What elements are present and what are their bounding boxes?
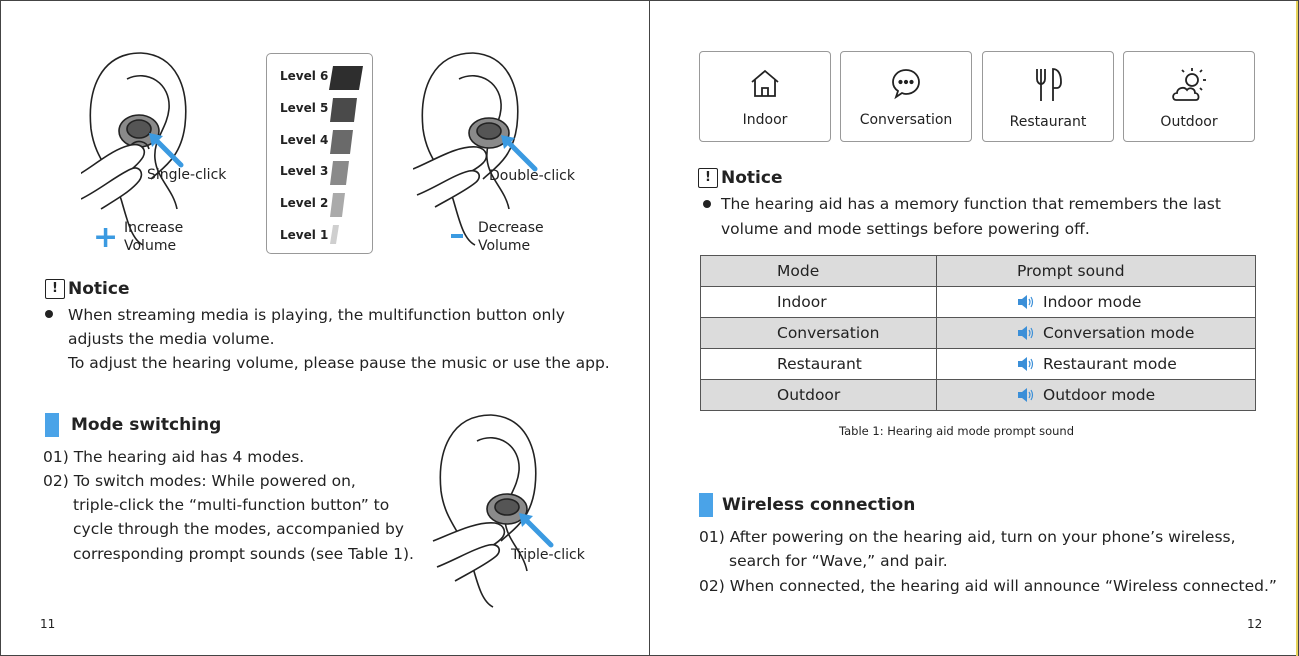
mode-card-outdoor: Outdoor: [1123, 51, 1255, 142]
page-edge: [1296, 1, 1298, 656]
single-click-label: Single-click: [147, 167, 227, 183]
chat-bubble-icon: [892, 69, 920, 100]
mode-label: Restaurant: [1009, 114, 1087, 130]
table-cell-prompt: Restaurant mode: [936, 348, 1256, 380]
level-label: Level 1: [280, 228, 329, 242]
page-11: Single-click + Increase Volume Level 6 L…: [1, 1, 650, 655]
speaker-icon: [1018, 357, 1034, 371]
table-header: Mode: [700, 255, 937, 287]
table-cell-prompt: Outdoor mode: [936, 379, 1256, 411]
table-cell-mode: Outdoor: [700, 379, 937, 411]
increase-volume-label: Increase Volume: [124, 219, 183, 255]
section-marker: [699, 493, 713, 517]
wireless-line: 01) After powering on the hearing aid, t…: [699, 528, 1236, 546]
page-number: 12: [1247, 617, 1263, 631]
section-marker: [45, 413, 59, 437]
notice-icon: !: [698, 168, 718, 188]
notice-title: Notice: [721, 168, 783, 188]
mode-switching-line: corresponding prompt sounds (see Table 1…: [73, 545, 414, 563]
notice-line: volume and mode settings before powering…: [721, 220, 1090, 238]
table-cell-prompt: Conversation mode: [936, 317, 1256, 349]
mode-switching-line: 01) The hearing aid has 4 modes.: [43, 448, 305, 466]
ear-single-click-illustration: [81, 49, 191, 249]
table-caption: Table 1: Hearing aid mode prompt sound: [839, 424, 1075, 438]
ear-double-click-illustration: [413, 49, 523, 249]
mode-switching-title: Mode switching: [71, 415, 222, 435]
page-number: 11: [40, 617, 56, 631]
level-label: Level 5: [280, 101, 329, 115]
level-label: Level 6: [280, 69, 329, 83]
level-label: Level 3: [280, 164, 329, 178]
table-row: Restaurant Restaurant mode: [700, 348, 1256, 380]
page-12: [651, 1, 1298, 656]
table-header-row: Mode Prompt sound: [700, 255, 1256, 287]
mode-switching-line: cycle through the modes, accompanied by: [73, 520, 404, 538]
mode-switching-line: 02) To switch modes: While powered on,: [43, 472, 356, 490]
speaker-icon: [1018, 388, 1034, 402]
table-cell-mode: Indoor: [700, 286, 937, 318]
double-click-label: Double-click: [489, 168, 575, 184]
speaker-icon: [1018, 295, 1034, 309]
wireless-line: search for “Wave,” and pair.: [729, 552, 948, 570]
mode-label: Indoor: [742, 112, 788, 128]
mode-card-indoor: Indoor: [699, 51, 831, 142]
notice-title: Notice: [68, 279, 130, 299]
mode-switching-line: triple-click the “multi-function button”…: [73, 496, 390, 514]
prompt-sound-text: Conversation mode: [1043, 324, 1195, 342]
notice-line: When streaming media is playing, the mul…: [68, 306, 565, 324]
wireless-line: 02) When connected, the hearing aid will…: [699, 577, 1277, 595]
table-cell-mode: Restaurant: [700, 348, 937, 380]
triple-click-label: Triple-click: [511, 547, 585, 563]
mode-label: Conversation: [859, 112, 953, 128]
speaker-icon: [1018, 326, 1034, 340]
increase-label-line1: Increase: [124, 220, 184, 236]
mode-label: Outdoor: [1160, 114, 1218, 130]
mode-card-conversation: Conversation: [840, 51, 972, 142]
mode-card-restaurant: Restaurant: [982, 51, 1114, 142]
volume-levels-panel: Level 6 Level 5 Level 4 Level 3 Level 2 …: [266, 53, 373, 254]
fork-knife-icon: [1036, 68, 1062, 101]
sun-cloud-icon: [1172, 68, 1206, 101]
increase-plus-icon: +: [93, 220, 119, 255]
prompt-sound-text: Indoor mode: [1043, 293, 1142, 311]
notice-icon: !: [45, 279, 65, 299]
table-row: Conversation Conversation mode: [700, 317, 1256, 349]
level-bars-graphic: [329, 66, 363, 244]
ear-triple-click-illustration: [431, 411, 541, 611]
decrease-volume-label: Decrease Volume: [478, 219, 544, 255]
table-row: Outdoor Outdoor mode: [700, 379, 1256, 411]
table-header: Prompt sound: [936, 255, 1256, 287]
decrease-label-line1: Decrease: [478, 220, 544, 236]
notice-line: The hearing aid has a memory function th…: [721, 195, 1221, 213]
single-click-arrow-icon: [149, 133, 184, 168]
triple-click-arrow-icon: [519, 513, 554, 548]
bullet-icon: [703, 200, 711, 208]
table-cell-prompt: Indoor mode: [936, 286, 1256, 318]
house-icon: [751, 69, 779, 97]
table-cell-mode: Conversation: [700, 317, 937, 349]
prompt-sound-text: Restaurant mode: [1043, 355, 1177, 373]
decrease-label-line2: Volume: [478, 238, 531, 254]
decrease-minus-icon: [451, 234, 463, 238]
notice-line: To adjust the hearing volume, please pau…: [68, 354, 610, 372]
level-label: Level 4: [280, 133, 329, 147]
wireless-connection-title: Wireless connection: [722, 495, 916, 515]
level-label: Level 2: [280, 196, 329, 210]
double-click-arrow-icon: [501, 135, 538, 172]
prompt-sound-text: Outdoor mode: [1043, 386, 1156, 404]
bullet-icon: [45, 310, 53, 318]
increase-label-line2: Volume: [124, 238, 177, 254]
notice-line: adjusts the media volume.: [68, 330, 275, 348]
mode-prompt-table: Mode Prompt sound Indoor Indoor mode Con…: [700, 255, 1256, 411]
table-row: Indoor Indoor mode: [700, 286, 1256, 318]
